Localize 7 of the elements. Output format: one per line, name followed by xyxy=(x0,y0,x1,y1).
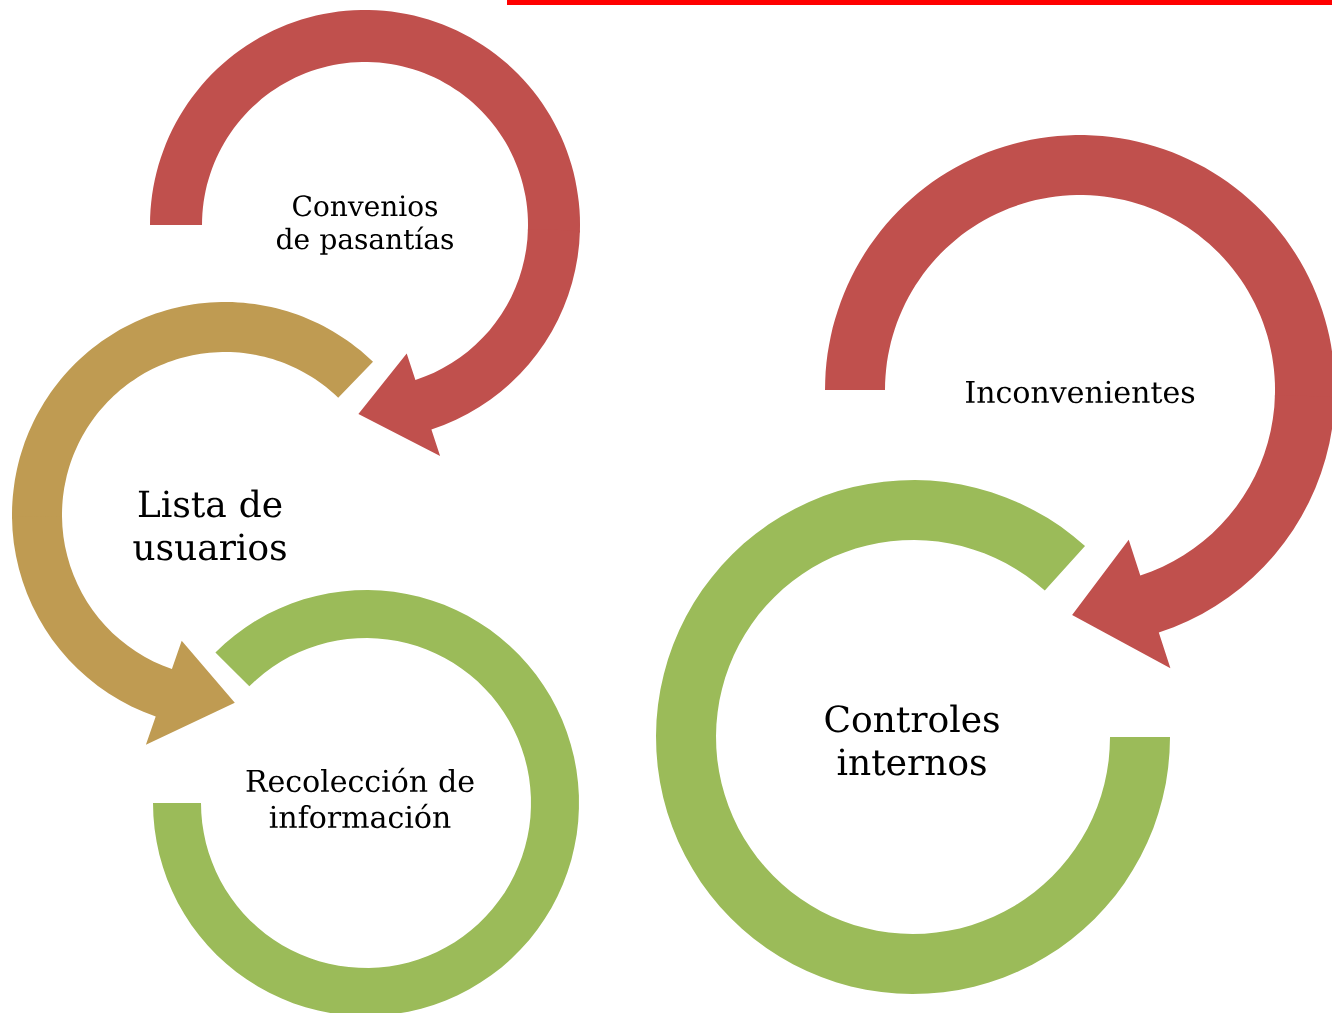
ring-segment: Lista de usuarios xyxy=(12,302,373,561)
arrow xyxy=(1072,395,1332,669)
ring: Controles internos xyxy=(656,480,1170,994)
ring-segment: Convenios de pasantías xyxy=(150,10,580,255)
node-label: usuarios xyxy=(133,533,286,561)
ring: Recolección de información xyxy=(153,590,579,1013)
ring-segment: Inconvenientes xyxy=(825,135,1332,404)
